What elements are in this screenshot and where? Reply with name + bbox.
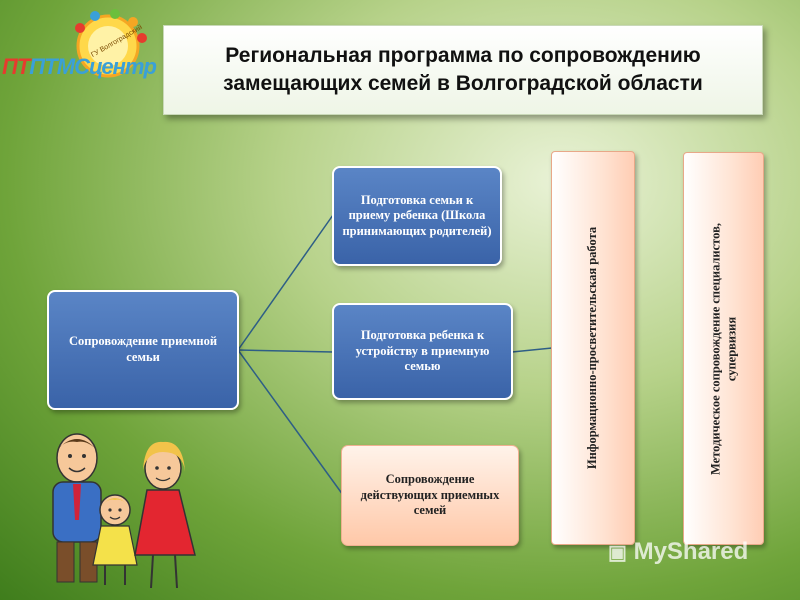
branch-node-label: Подготовка ребенка к устройству в приемн… [355, 328, 490, 374]
slide-title: Региональная программа по сопровождению … [223, 43, 703, 95]
root-node: Сопровождение приемной семьи [47, 290, 239, 410]
watermark: ▣ MyShared [608, 538, 748, 566]
family-illustration-icon [52, 433, 196, 589]
vertical-box-label-line1: Методическое сопровождение специалистов, [707, 222, 722, 475]
connector-line-4 [511, 347, 553, 353]
branch-node-label: Сопровождение действующих приемных семей [360, 472, 500, 518]
watermark-icon: ▣ [608, 542, 627, 564]
vertical-box-label: Информационно-просветительская работа [585, 226, 600, 470]
logo-wordmark: ПТМСцентр [29, 54, 157, 79]
vertical-box-label-line2: супервизия [723, 316, 738, 381]
connector-line-3 [237, 349, 344, 496]
branch-node-child-preparation: Подготовка ребенка к устройству в приемн… [332, 303, 513, 400]
connector-line-1 [237, 214, 334, 351]
root-node-label: Сопровождение приемной семьи [68, 334, 218, 364]
branch-node-family-preparation: Подготовка семьи к приему ребенка (Школа… [332, 166, 502, 266]
vertical-box-label-group: Методическое сопровождение специалистов,… [708, 223, 739, 475]
branch-node-label: Подготовка семьи к приему ребенка (Школа… [342, 192, 492, 238]
watermark-text: MyShared [633, 538, 749, 565]
branch-node-family-support: Сопровождение действующих приемных семей [341, 445, 519, 546]
vertical-box-info-work: Информационно-просветительская работа [551, 151, 635, 545]
vertical-box-methodical-support: Методическое сопровождение специалистов,… [683, 152, 764, 545]
logo-emblem-icon [75, 9, 147, 78]
logo-text: ПТПТМСцентр [2, 54, 157, 79]
organization-logo: ГУ Волгоградский ПТПТМСцентр [0, 8, 160, 98]
title-box: Региональная программа по сопровождению … [163, 25, 763, 115]
connector-line-2 [237, 349, 334, 353]
